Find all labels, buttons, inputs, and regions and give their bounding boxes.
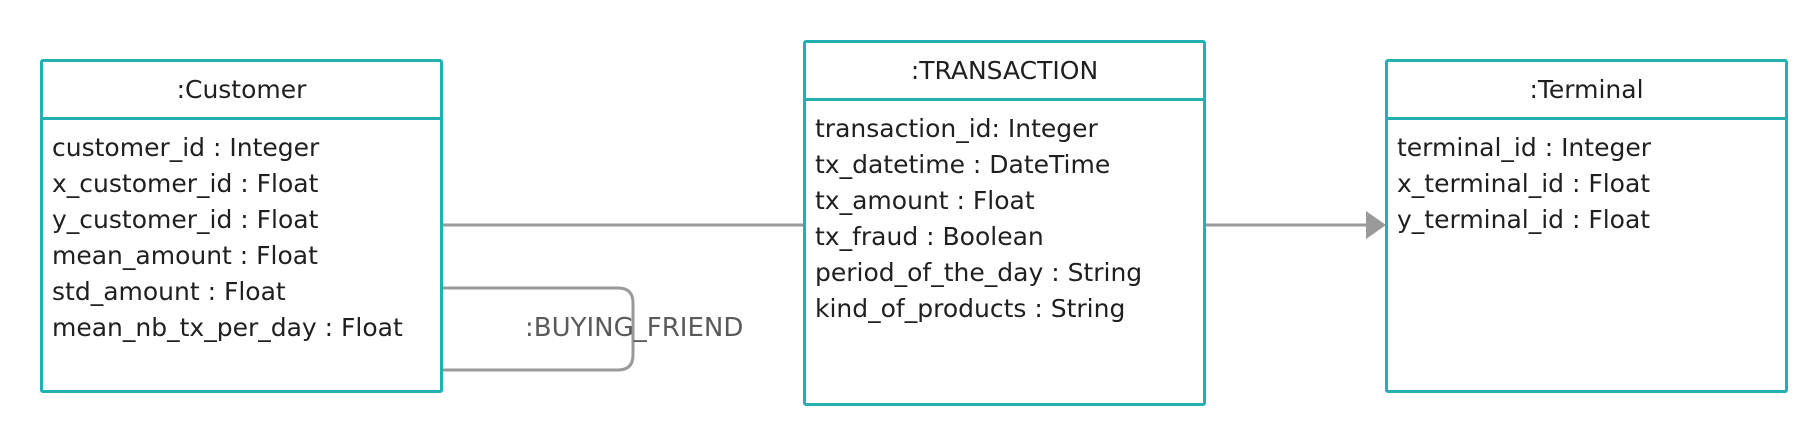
attribute-item: customer_id : Integer [52,133,320,162]
terminal-attribute-list: terminal_id : Integer x_terminal_id : Fl… [1388,120,1785,238]
attribute-item: transaction_id: Integer [815,114,1098,143]
terminal-entity-box[interactable]: :Terminal terminal_id : Integer x_termin… [1385,59,1788,393]
transaction-entity-box[interactable]: :TRANSACTION transaction_id: Integer tx_… [803,40,1206,406]
attribute-item: terminal_id : Integer [1397,133,1651,162]
attribute-item: mean_amount : Float [52,241,318,270]
transaction-title: :TRANSACTION [806,43,1203,101]
attribute-item: x_customer_id : Float [52,169,319,198]
customer-title: :Customer [43,62,440,120]
buying-friend-self-loop [443,286,635,372]
attribute-item: tx_datetime : DateTime [815,150,1111,179]
attribute-item: std_amount : Float [52,277,286,306]
attribute-item: period_of_the_day : String [815,258,1143,287]
transaction-attribute-list: transaction_id: Integer tx_datetime : Da… [806,101,1203,327]
attribute-item: mean_nb_tx_per_day : Float [52,313,403,342]
terminal-title: :Terminal [1388,62,1785,120]
attribute-item: y_customer_id : Float [52,205,319,234]
attribute-item: tx_amount : Float [815,186,1035,215]
attribute-item: tx_fraud : Boolean [815,222,1044,251]
attribute-item: x_terminal_id : Float [1397,169,1651,198]
customer-entity-box[interactable]: :Customer customer_id : Integer x_custom… [40,59,443,393]
arrowhead-icon [1366,211,1386,239]
customer-attribute-list: customer_id : Integer x_customer_id : Fl… [43,120,440,346]
attribute-item: y_terminal_id : Float [1397,205,1651,234]
buying-friend-relationship-label: :BUYING_FRIEND [525,313,744,343]
attribute-item: kind_of_products : String [815,294,1126,323]
